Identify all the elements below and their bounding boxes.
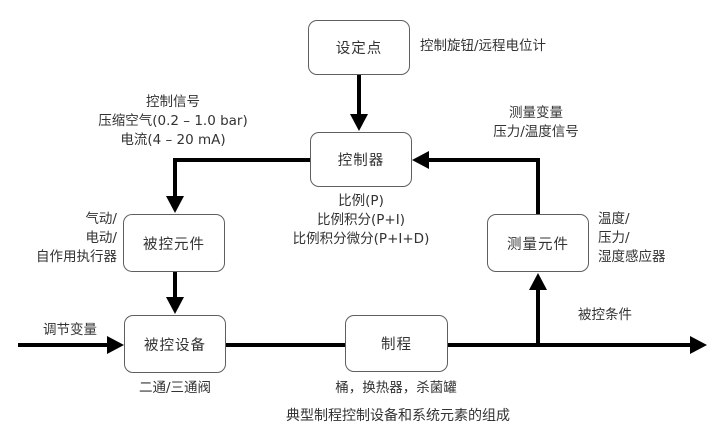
controller-mode-line-1: 比例(P) [338,193,384,209]
manipulated-variable-label: 调节变量 [43,322,97,338]
controlled-condition-label: 被控条件 [578,307,632,323]
arrowhead-into-measure-bottom [529,273,547,290]
final-control-element-box: 被控元件 [123,214,225,272]
arrowhead-output-right [690,336,707,354]
sensor-types-label: 温度/ 压力/ 湿度感应器 [598,210,666,267]
line-controller-to-final-element [173,158,310,198]
control-signal-line-2: 压缩空气(0.2 – 1.0 bar) [98,113,248,129]
sensor-line-1: 温度/ [598,211,630,227]
diagram-caption: 典型制程控制设备和系统元素的组成 [286,408,510,424]
controlled-equipment-box: 被控设备 [124,315,226,373]
measured-variable-line-1: 测量变量 [509,105,563,121]
actuator-types-label: 气动/ 电动/ 自作用执行器 [15,210,117,267]
actuator-line-2: 电动/ [85,230,117,246]
sensor-line-3: 湿度感应器 [598,249,666,265]
controller-modes-label: 比例(P) 比例积分(P+I) 比例积分微分(P+I+D) [261,192,461,249]
setpoint-box: 设定点 [308,20,410,75]
actuator-line-1: 气动/ [85,211,117,227]
process-box: 制程 [345,315,448,372]
arrowhead-into-equipment-top [166,297,184,314]
controller-mode-line-3: 比例积分微分(P+I+D) [292,231,430,247]
valve-types-label: 二通/三通阀 [138,380,212,396]
control-signal-label: 控制信号 压缩空气(0.2 – 1.0 bar) 电流(4 – 20 mA) [83,93,263,150]
arrowhead-into-equipment-left [107,336,124,354]
setpoint-note-label: 控制旋钮/远程电位计 [420,38,547,54]
measured-variable-label: 测量变量 压力/温度信号 [456,104,616,142]
actuator-line-3: 自作用执行器 [36,249,117,265]
measuring-element-box: 测量元件 [487,214,589,272]
sensor-line-2: 压力/ [598,230,630,246]
measured-variable-line-2: 压力/温度信号 [493,124,579,140]
process-examples-label: 桶，换热器，杀菌罐 [335,380,457,396]
control-signal-line-3: 电流(4 – 20 mA) [120,132,226,148]
line-measure-to-controller [428,158,540,214]
arrowhead-into-controller-right [412,151,429,169]
controller-mode-line-2: 比例积分(P+I) [317,212,405,228]
control-signal-line-1: 控制信号 [146,94,200,110]
arrowhead-into-final-element [166,196,184,213]
arrowhead-into-controller-top [350,114,368,131]
controller-box: 控制器 [310,132,412,187]
